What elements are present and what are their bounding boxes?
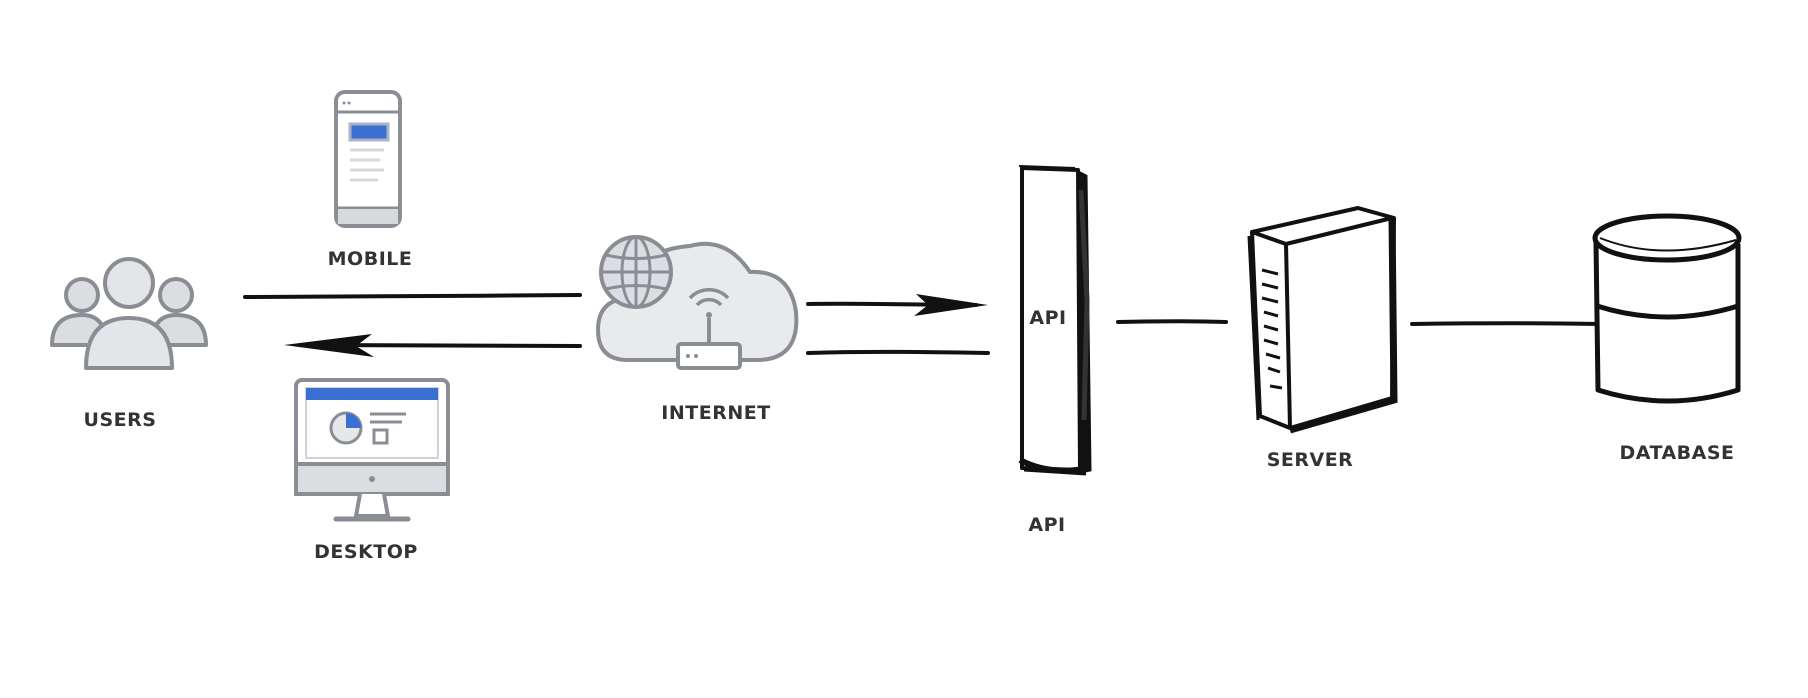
desktop-label: DESKTOP (314, 541, 418, 563)
api-caption-label: API (1028, 514, 1066, 536)
server-icon (1247, 206, 1398, 434)
mobile-label: MOBILE (327, 248, 413, 270)
api-to-server-line (1116, 319, 1228, 324)
internet-label: INTERNET (661, 402, 771, 424)
users-icon (50, 257, 208, 370)
server-to-database-line (1410, 321, 1602, 326)
api-box-label: API (1029, 307, 1067, 329)
globe-icon (599, 235, 673, 309)
users-label: USERS (83, 409, 157, 431)
api-to-internet-line (806, 349, 990, 355)
internet-to-api-arrow (806, 294, 988, 316)
users-to-internet-line (243, 293, 582, 299)
router-icon (676, 288, 742, 370)
mobile-phone-icon (334, 90, 402, 228)
api-gateway-box (1018, 165, 1092, 476)
internet-to-users-arrow (284, 334, 582, 357)
server-label: SERVER (1266, 449, 1354, 471)
database-label: DATABASE (1619, 442, 1735, 464)
database-icon (1592, 213, 1742, 404)
desktop-monitor-icon (294, 378, 450, 522)
